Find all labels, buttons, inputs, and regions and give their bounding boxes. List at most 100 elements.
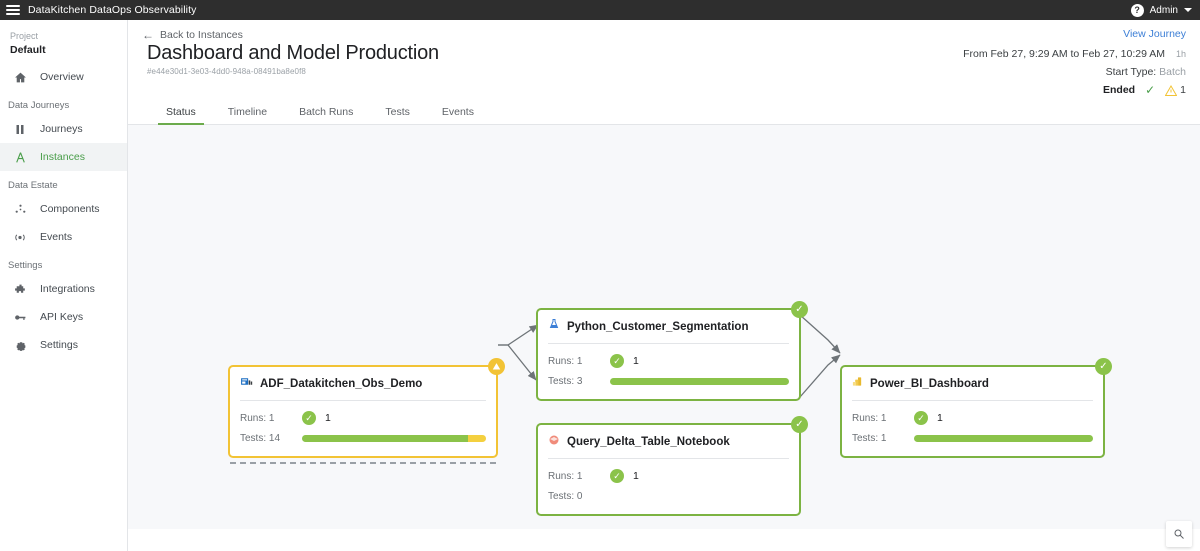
tests-bar-passed — [914, 434, 1093, 442]
warning-indicator[interactable]: 1 — [1165, 84, 1186, 96]
start-type-label: Start Type: — [1105, 66, 1157, 78]
azure-data-factory-icon — [240, 375, 253, 393]
node-runs-row: Runs: 1 ✓ 1 — [240, 408, 486, 428]
divider — [852, 400, 1093, 401]
tab-events[interactable]: Events — [441, 105, 474, 118]
status-badge: Ended — [1103, 84, 1136, 96]
project-selector[interactable]: Project Default — [0, 20, 127, 63]
time-range: From Feb 27, 9:29 AM to Feb 27, 10:29 AM… — [963, 48, 1186, 60]
magnifier-icon[interactable] — [1166, 521, 1192, 547]
node-title: Power_BI_Dashboard — [870, 378, 989, 390]
sidebar-item-label: Instances — [40, 151, 85, 163]
duration-text: 1h — [1175, 49, 1186, 59]
tests-bar-warning — [467, 434, 486, 442]
tab-batch-runs[interactable]: Batch Runs — [299, 105, 354, 118]
chevron-down-icon[interactable] — [1184, 8, 1192, 12]
check-circle-icon: ✓ — [302, 411, 316, 425]
node-runs-row: Runs: 1 ✓ 1 — [548, 466, 789, 486]
databricks-icon — [548, 433, 560, 451]
sidebar-item-settings[interactable]: Settings — [0, 331, 127, 359]
tests-label: Tests: 14 — [240, 432, 281, 444]
sidebar-item-label: Overview — [40, 71, 84, 83]
tests-label: Tests: 1 — [852, 432, 887, 444]
status-badge-success: ✓ — [1095, 358, 1112, 375]
sidebar-item-components[interactable]: Components — [0, 195, 127, 223]
sidebar-item-label: API Keys — [40, 311, 84, 323]
book-icon — [10, 123, 30, 136]
node-tests-row: Tests: 1 — [852, 428, 1093, 448]
tests-label: Tests: 3 — [548, 375, 583, 387]
tests-progress-bar — [610, 377, 789, 385]
user-menu-label[interactable]: Admin — [1149, 4, 1178, 16]
start-type: Start Type: Batch — [963, 66, 1186, 78]
components-icon — [10, 203, 30, 216]
sidebar-item-events[interactable]: Events — [0, 223, 127, 251]
sidebar-section-data-estate: Data Estate — [8, 180, 58, 191]
tests-progress-bar — [914, 434, 1093, 442]
sidebar-item-label: Integrations — [40, 283, 95, 295]
hamburger-icon[interactable] — [6, 5, 20, 15]
node-runs-row: Runs: 1 ✓ 1 — [852, 408, 1093, 428]
time-range-text: From Feb 27, 9:29 AM to Feb 27, 10:29 AM — [963, 48, 1166, 60]
runs-label: Runs: 1 — [548, 355, 583, 367]
sidebar-item-label: Components — [40, 203, 100, 215]
project-label: Project — [10, 31, 39, 41]
status-badge-success: ✓ — [791, 416, 808, 433]
tests-bar-passed — [610, 377, 789, 385]
help-icon[interactable]: ? — [1130, 3, 1144, 17]
node-runs-row: Runs: 1 ✓ 1 — [548, 351, 789, 371]
node-title: ADF_Datakitchen_Obs_Demo — [260, 378, 423, 390]
runs-count: 1 — [937, 412, 943, 424]
puzzle-icon — [10, 283, 30, 296]
runs-count: 1 — [325, 412, 331, 424]
sidebar-item-overview[interactable]: Overview — [0, 63, 127, 91]
tab-timeline[interactable]: Timeline — [227, 105, 268, 118]
status-badge-success: ✓ — [791, 301, 808, 318]
sidebar-item-instances[interactable]: Instances — [0, 143, 127, 171]
gear-icon — [10, 339, 30, 352]
power-bi-icon — [852, 375, 863, 393]
tab-bar: Status Timeline Batch Runs Tests Events — [128, 98, 1200, 125]
graph-edges — [498, 314, 841, 398]
view-journey-link[interactable]: View Journey — [1123, 28, 1186, 40]
graph-node-adf[interactable]: ADF_Datakitchen_Obs_Demo Runs: 1 ✓ 1 Tes… — [228, 358, 505, 464]
divider — [548, 343, 789, 344]
back-to-instances-link[interactable]: ← Back to Instances — [128, 20, 1200, 41]
graph-node-query-delta[interactable]: ✓ Query_Delta_Table_Notebook Runs: 1 ✓ 1 — [536, 416, 808, 516]
check-circle-icon: ✓ — [914, 411, 928, 425]
warning-triangle-icon — [1165, 84, 1178, 96]
check-icon: ✓ — [1145, 83, 1156, 97]
app-title: DataKitchen DataOps Observability — [28, 4, 197, 16]
sidebar-item-api-keys[interactable]: API Keys — [0, 303, 127, 331]
journey-graph-canvas[interactable]: ADF_Datakitchen_Obs_Demo Runs: 1 ✓ 1 Tes… — [128, 125, 1200, 551]
python-icon — [548, 318, 560, 336]
tab-status[interactable]: Status — [150, 98, 212, 125]
back-label: Back to Instances — [160, 29, 243, 41]
events-icon — [10, 231, 30, 244]
divider — [240, 400, 486, 401]
warning-icon — [492, 363, 501, 370]
page-header: ← Back to Instances Dashboard and Model … — [128, 20, 1200, 104]
node-tests-row: Tests: 0 — [548, 486, 789, 506]
main-content: ← Back to Instances Dashboard and Model … — [128, 20, 1200, 551]
graph-node-python[interactable]: ✓ Python_Customer_Segmentation Runs: 1 ✓… — [536, 301, 808, 401]
sidebar-item-label: Settings — [40, 339, 78, 351]
tab-tests[interactable]: Tests — [385, 105, 410, 118]
warning-count: 1 — [1180, 84, 1186, 96]
instances-icon — [10, 151, 30, 164]
divider — [548, 458, 789, 459]
sidebar-item-journeys[interactable]: Journeys — [0, 115, 127, 143]
graph-node-power-bi[interactable]: ✓ Power_BI_Dashboard Runs: 1 ✓ — [840, 358, 1112, 458]
check-circle-icon: ✓ — [610, 354, 624, 368]
status-summary: Ended ✓ 1 — [963, 84, 1186, 96]
page-title: Dashboard and Model Production — [147, 42, 439, 64]
tests-progress-bar — [302, 434, 486, 442]
sidebar-section-settings: Settings — [8, 260, 43, 271]
project-value: Default — [10, 44, 46, 56]
sidebar-item-integrations[interactable]: Integrations — [0, 275, 127, 303]
arrow-left-icon: ← — [142, 28, 154, 42]
key-icon — [10, 311, 30, 324]
runs-count: 1 — [633, 470, 639, 482]
tests-bar-passed — [302, 434, 468, 442]
runs-count: 1 — [633, 355, 639, 367]
